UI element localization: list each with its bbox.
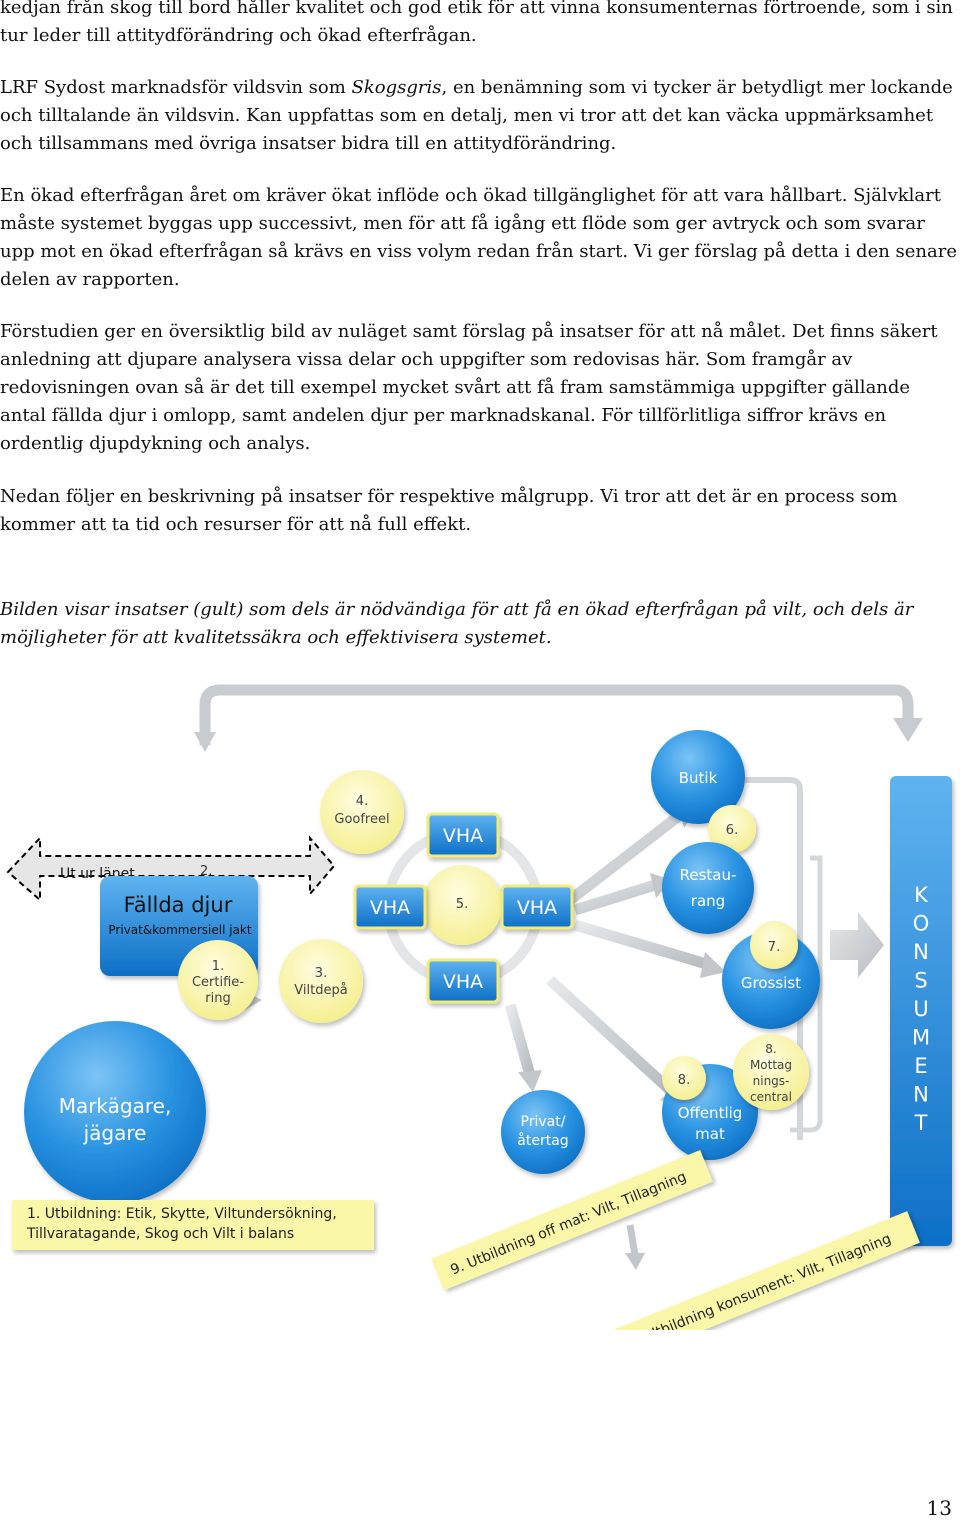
fallda-djur-subtitle: Privat&kommersiell jakt <box>108 923 251 937</box>
svg-text:återtag: återtag <box>517 1132 568 1149</box>
top-loop-arrow <box>199 684 914 745</box>
circle-7: 7. <box>750 921 798 969</box>
circle-goofreel: 4. Goofreel <box>320 770 404 854</box>
paragraph-1: kedjan från skog till bord håller kvalit… <box>0 0 953 46</box>
svg-text:9. Utbildning off mat: Vilt, T: 9. Utbildning off mat: Vilt, Tillagning <box>448 1169 688 1279</box>
circle-restaurang: Restau- rang <box>662 842 754 934</box>
top-loop-arrowhead <box>893 718 923 742</box>
konsument-letter: T <box>914 1111 928 1135</box>
svg-text:Offentlig: Offentlig <box>678 1104 743 1122</box>
konsument-letter: M <box>912 1026 930 1050</box>
value-chain-diagram: Ut ur länet 2. Fällda djur Privat&kommer… <box>6 684 952 1330</box>
utbildning-9-konsument: 9. Utbildning konsument: Vilt, Tillagnin… <box>612 1211 920 1330</box>
skogsgris-term: Skogsgris <box>351 77 442 98</box>
svg-text:7.: 7. <box>768 940 780 955</box>
svg-text:Privat/: Privat/ <box>521 1114 566 1130</box>
circle-markagare: Markägare, jägare <box>24 1021 206 1203</box>
svg-text:ring: ring <box>205 991 230 1006</box>
circle-butik: Butik <box>651 730 745 824</box>
butik-connector <box>745 777 803 1140</box>
svg-text:Grossist: Grossist <box>741 974 801 992</box>
circle-viltdepa: 3. Viltdepå <box>279 939 363 1023</box>
svg-text:central: central <box>750 1090 792 1104</box>
svg-text:8.: 8. <box>678 1073 690 1088</box>
konsument-letter: O <box>913 912 930 936</box>
to-konsument-arrow <box>830 912 884 978</box>
svg-text:Certifie-: Certifie- <box>192 975 244 990</box>
top-loop-tail <box>194 732 216 752</box>
vha-right: VHA <box>500 884 574 930</box>
svg-text:mat: mat <box>695 1125 725 1143</box>
utbildning-9-off-mat: 9. Utbildning off mat: Vilt, Tillagning <box>431 1150 713 1291</box>
konsument-letter: N <box>913 940 929 964</box>
svg-text:VHA: VHA <box>443 971 483 993</box>
svg-text:Restau-: Restau- <box>680 866 737 884</box>
svg-text:nings-: nings- <box>753 1074 790 1088</box>
konsument-letter: S <box>914 969 927 993</box>
page-number: 13 <box>926 1496 952 1520</box>
svg-text:Markägare,: Markägare, <box>59 1094 172 1118</box>
svg-text:jägare: jägare <box>83 1121 147 1145</box>
circle-6: 6. <box>708 805 756 853</box>
circle-5: 5. <box>422 865 502 945</box>
vha-bottom: VHA <box>426 958 500 1004</box>
svg-text:1.: 1. <box>212 959 224 974</box>
konsument-letter: E <box>914 1054 927 1078</box>
svg-text:Mottag: Mottag <box>750 1058 792 1072</box>
circle-8-offentlig: 8. <box>662 1056 706 1100</box>
circle-certifiering: 1. Certifie- ring <box>178 940 258 1020</box>
konsument-letter: U <box>913 997 928 1021</box>
konsument-letter: N <box>913 1083 929 1107</box>
svg-text:VHA: VHA <box>517 897 557 919</box>
konsument-letter: K <box>914 883 929 907</box>
svg-text:4.: 4. <box>356 794 368 809</box>
svg-text:VHA: VHA <box>443 825 483 847</box>
restaurang-connector <box>790 855 823 1133</box>
svg-text:8.: 8. <box>765 1042 776 1056</box>
circle-mottagningscentral: 8. Mottag nings- central <box>733 1034 809 1110</box>
utbildning-1-banner: 1. Utbildning: Etik, Skytte, Viltundersö… <box>12 1200 374 1250</box>
paragraph-5: Nedan följer en beskrivning på insatser … <box>0 486 898 535</box>
svg-text:3.: 3. <box>315 966 327 981</box>
paragraph-4: Förstudien ger en översiktlig bild av nu… <box>0 321 938 454</box>
figure-caption: Bilden visar insatser (gult) som dels är… <box>0 599 914 648</box>
svg-text:Butik: Butik <box>679 769 718 787</box>
svg-text:Goofreel: Goofreel <box>334 812 389 827</box>
svg-text:1. Utbildning: Etik, Skytte, V: 1. Utbildning: Etik, Skytte, Viltundersö… <box>27 1206 337 1222</box>
svg-text:Viltdepå: Viltdepå <box>294 983 347 998</box>
fallda-djur-title: Fällda djur <box>124 893 233 917</box>
vha-left: VHA <box>353 884 427 930</box>
paragraph-2: LRF Sydost marknadsför vildsvin som Skog… <box>0 77 953 154</box>
svg-text:6.: 6. <box>726 823 738 838</box>
svg-text:5.: 5. <box>456 897 468 912</box>
vha-top: VHA <box>426 812 500 858</box>
svg-text:Tillvaratagande, Skog och Vilt: Tillvaratagande, Skog och Vilt i balans <box>26 1226 294 1242</box>
paragraph-3: En ökad efterfrågan året om kräver ökat … <box>0 185 958 290</box>
svg-text:VHA: VHA <box>370 897 410 919</box>
circle-privat-atertag: Privat/ återtag <box>501 1090 585 1174</box>
svg-text:rang: rang <box>691 892 725 910</box>
step-2-label: 2. <box>200 864 212 879</box>
